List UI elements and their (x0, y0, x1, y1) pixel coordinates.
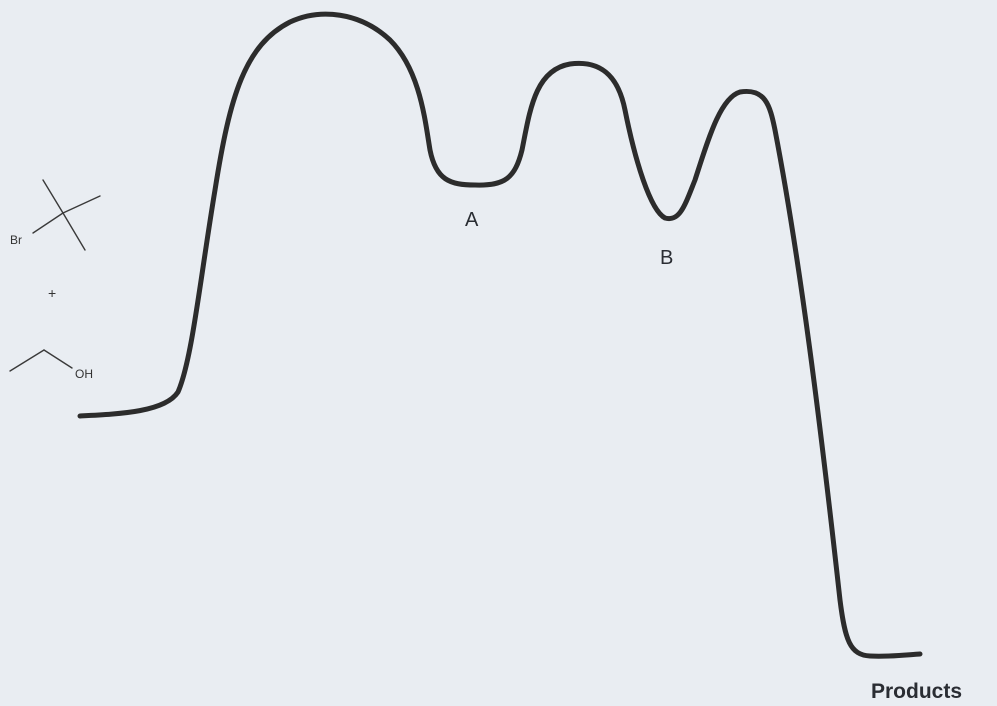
bond-c-methyl-upper (42, 179, 64, 214)
bond-c-methyl-right (62, 195, 101, 214)
intermediate-a-label: A (465, 209, 479, 231)
bond-c-methyl-lower (62, 212, 86, 251)
plus-sign: + (48, 285, 56, 301)
bond-ch2-oh (43, 349, 73, 369)
bromine-atom-label: Br (10, 233, 22, 247)
reactant-ethanol: OH (9, 349, 93, 381)
products-label: Products (871, 680, 963, 703)
reactant-tert-butyl-bromide: Br (10, 179, 101, 251)
hydroxyl-label: OH (75, 367, 93, 381)
bond-ch3-ch2 (9, 349, 45, 372)
bond-c-br (32, 212, 64, 234)
energy-profile-curve (77, 11, 923, 659)
intermediate-b-label: B (660, 247, 674, 269)
